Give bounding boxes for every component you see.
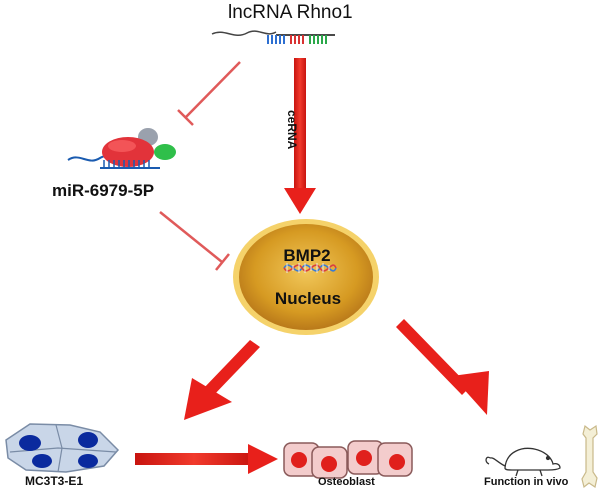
cell-line-label: MC3T3-E1 [25, 474, 84, 488]
function-label: Function in vivo [484, 476, 569, 488]
cerna-arrow [284, 58, 316, 214]
osteoblast-label: Osteoblast [318, 476, 375, 488]
mc3t3-cells [5, 423, 120, 473]
osteoblast-cells [283, 440, 413, 479]
nucleus-label: Nucleus [274, 289, 342, 308]
gene-label: BMP2 [283, 246, 331, 265]
lncrna-label: lncRNA Rhno1 [228, 2, 353, 23]
mouse-icon [485, 447, 561, 477]
bone-icon [581, 424, 598, 489]
arrow-to-osteoblast [184, 340, 260, 420]
arrow-to-in-vivo [396, 319, 489, 415]
rna-strand-icon [211, 30, 335, 44]
mirna-label: miR-6979-5P [52, 181, 155, 200]
inhibition-mirna-nucleus [159, 211, 230, 271]
nucleus [233, 219, 379, 335]
cerna-label: ceRNA [285, 110, 299, 150]
mirna-complex-icon [67, 128, 176, 169]
inhibition-lncrna-mirna [177, 61, 241, 126]
differentiation-arrow [135, 444, 278, 474]
dna-helix-icon [283, 263, 337, 273]
